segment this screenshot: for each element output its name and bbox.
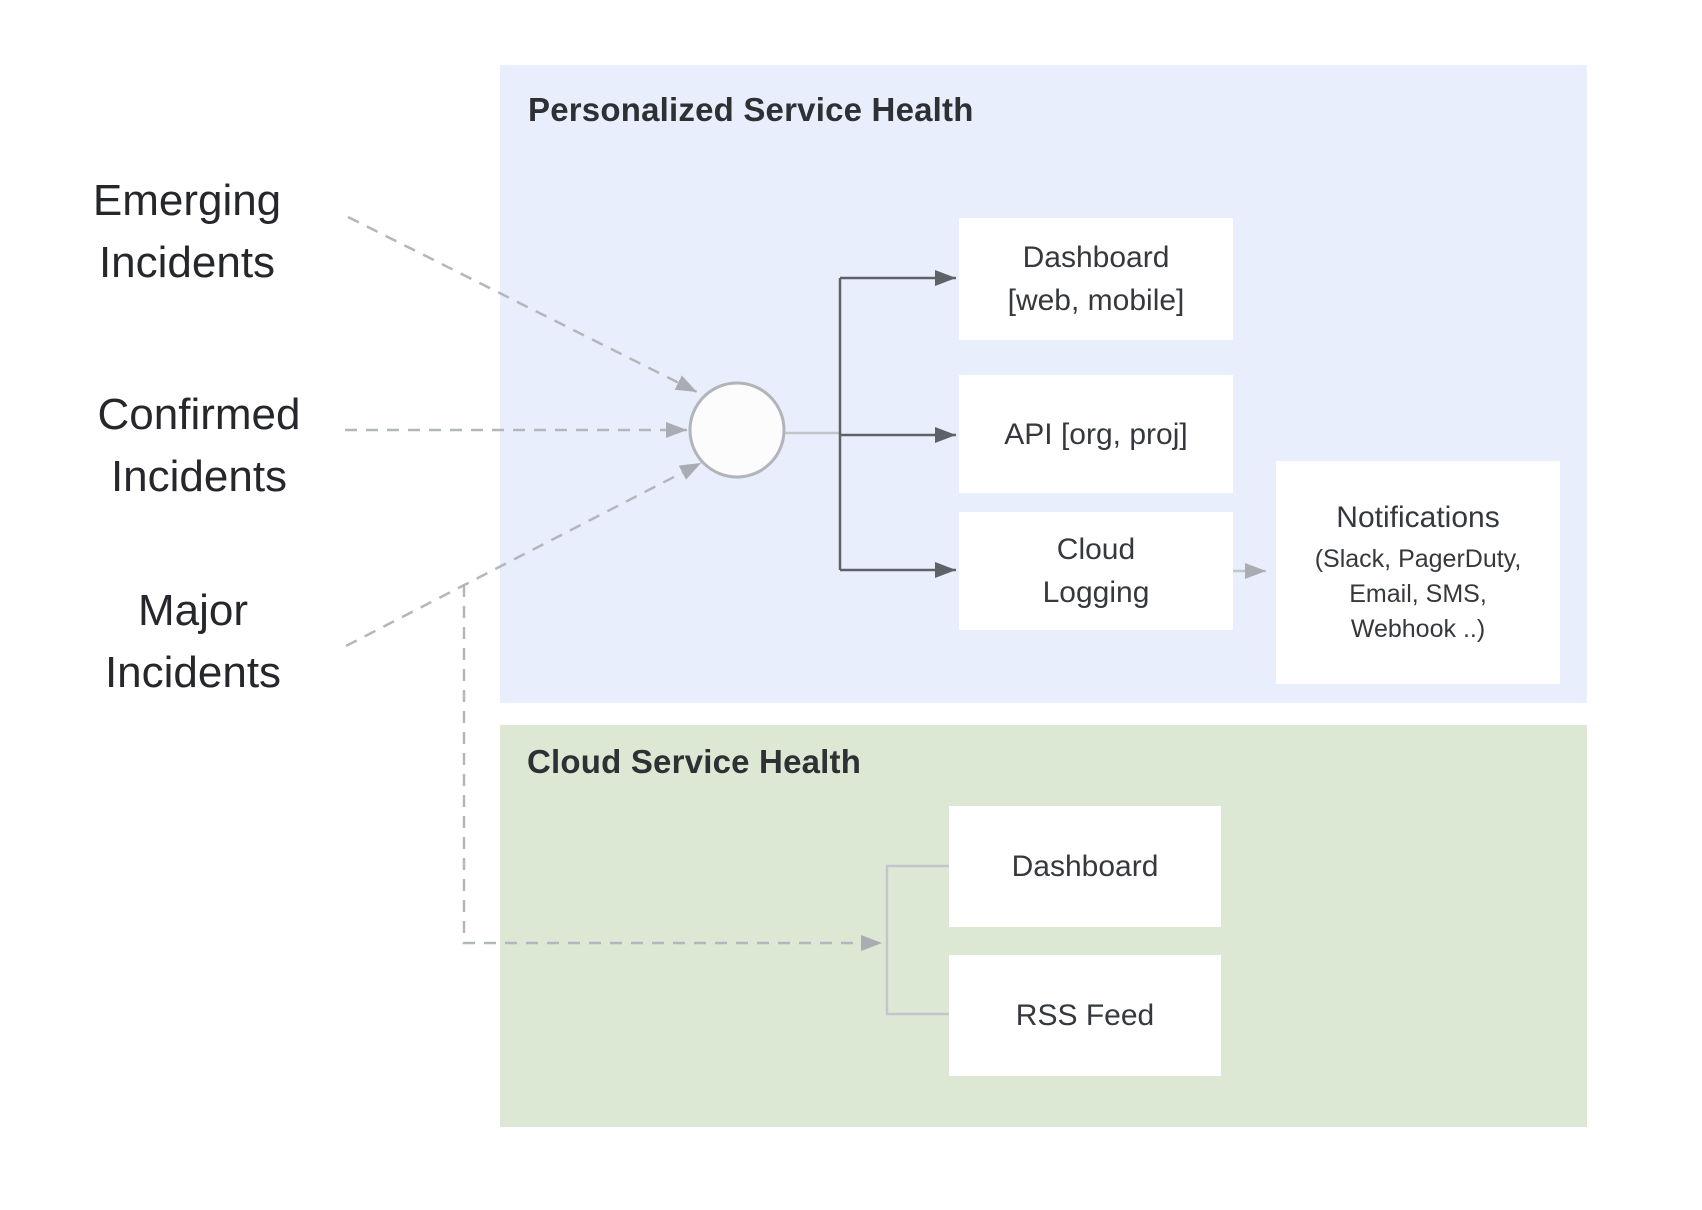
- box-sublabel: Webhook ..): [1350, 615, 1486, 643]
- box-notifications: Notifications (Slack, PagerDuty, Email, …: [1276, 461, 1560, 684]
- box-cloud-dashboard: Dashboard: [949, 806, 1221, 927]
- box-label: Logging: [1042, 576, 1150, 609]
- personalized-panel-title: Personalized Service Health: [528, 91, 974, 128]
- box-cloud-logging: Cloud Logging: [959, 512, 1233, 630]
- label-major-incidents: Major Incidents: [68, 580, 318, 704]
- box-label: Notifications: [1336, 501, 1500, 534]
- box-label: API [org, proj]: [1004, 417, 1188, 451]
- box-api-org-proj: API [org, proj]: [959, 375, 1233, 493]
- label-line: Incidents: [98, 238, 276, 287]
- box-dashboard-web-mobile: Dashboard [web, mobile]: [959, 218, 1233, 340]
- label-confirmed-incidents: Confirmed Incidents: [74, 384, 324, 508]
- label-line: Major: [137, 586, 249, 635]
- box-label: RSS Feed: [1015, 999, 1155, 1032]
- box-sublabel: (Slack, PagerDuty,: [1314, 545, 1522, 573]
- label-line: Emerging: [92, 176, 282, 225]
- box-sublabel: Email, SMS,: [1349, 580, 1487, 608]
- box-label: [web, mobile]: [1007, 284, 1185, 317]
- box-label: Dashboard: [1011, 850, 1159, 883]
- box-rss-feed: RSS Feed: [949, 955, 1221, 1076]
- box-label: Cloud: [1056, 533, 1136, 566]
- label-emerging-incidents: Emerging Incidents: [62, 170, 312, 294]
- label-line: Incidents: [104, 648, 282, 697]
- box-label: Dashboard: [1022, 241, 1170, 274]
- cloud-panel-title: Cloud Service Health: [527, 743, 862, 780]
- label-line: Incidents: [110, 452, 288, 501]
- label-line: Confirmed: [97, 390, 301, 439]
